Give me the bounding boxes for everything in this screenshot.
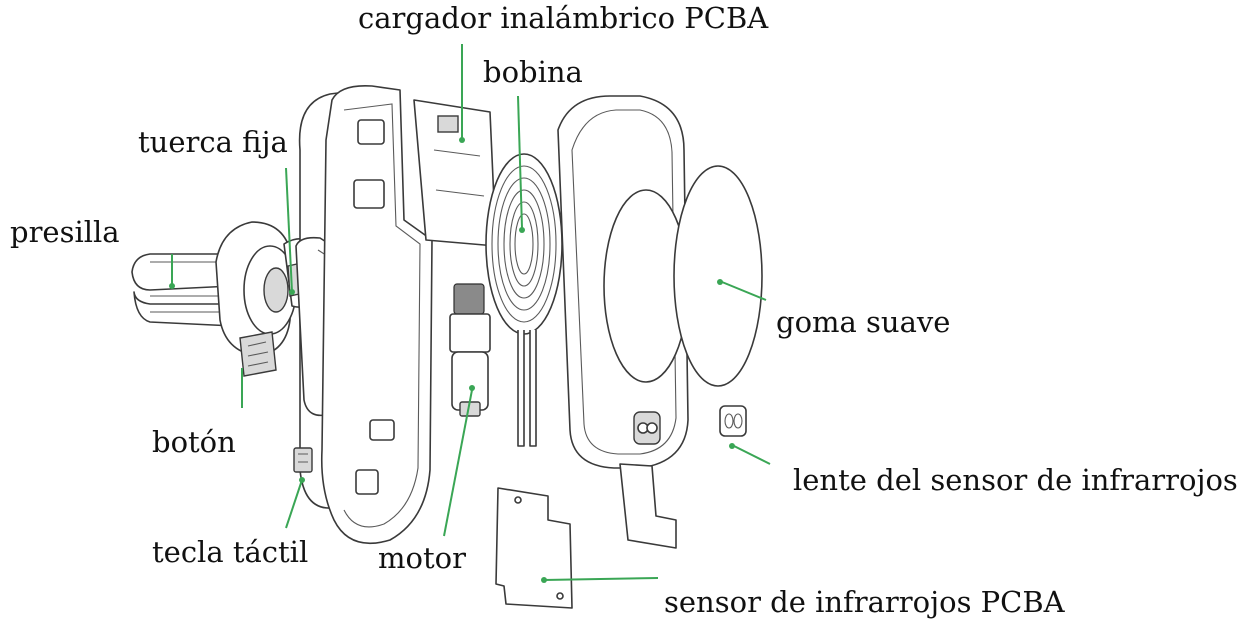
leader-lente [733,445,771,465]
leader-lines [169,44,771,583]
label-wireless-charger-pcba: cargador inalámbrico PCBA [358,1,769,35]
leader-bobina [517,95,523,229]
ir-pcba-part [495,487,573,609]
touch-key-part [293,447,313,473]
leader-motor [443,389,473,537]
motor-part [449,283,491,417]
coil-part [485,153,563,447]
front-cover-part [557,95,689,549]
label-motor: motor [378,541,466,575]
label-ir-sensor-pcba: sensor de infrarrojos PCBA [664,585,1065,619]
leader-tuerca [285,167,293,293]
front-shell-part [320,84,433,544]
leader-sensor [543,577,659,581]
label-coil: bobina [483,55,583,89]
label-clip: presilla [10,215,120,249]
charger-pcba-part [413,99,497,247]
label-fixing-nut: tuerca fija [138,125,288,159]
label-soft-rubber: goma suave [776,305,951,339]
soft-rubber-part [673,165,763,387]
leader-goma [721,281,767,301]
button-part [239,331,277,377]
label-touch-key: tecla táctil [152,535,309,569]
leader-tecla [285,479,303,529]
label-button: botón [152,425,236,459]
label-ir-sensor-lens: lente del sensor de infrarrojos [793,463,1238,497]
ir-lens-part [719,405,747,437]
